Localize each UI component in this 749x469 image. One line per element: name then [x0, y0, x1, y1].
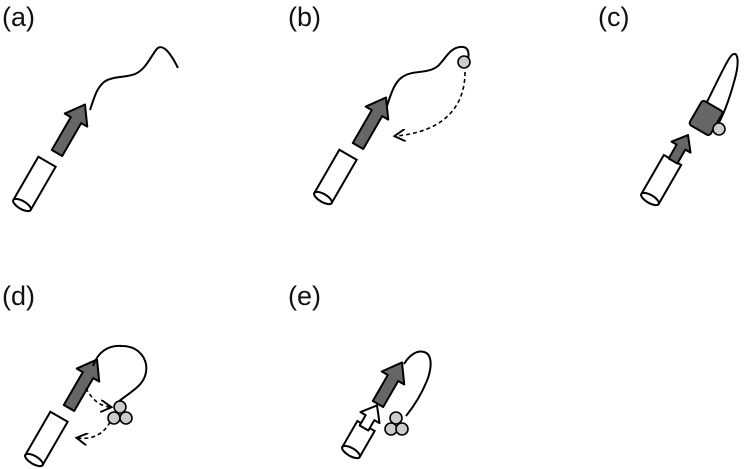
- filament-loop: [403, 350, 432, 417]
- filament-loop: [701, 52, 739, 129]
- grey-arrow: [667, 134, 692, 165]
- bead: [457, 55, 471, 69]
- tube: [23, 410, 70, 468]
- grey-arrow: [62, 358, 101, 412]
- tube: [312, 148, 359, 206]
- dashed-arrow-lower: [78, 421, 111, 438]
- grey-arrow: [50, 103, 89, 157]
- bead-cluster: [384, 411, 409, 436]
- bead: [712, 122, 726, 136]
- panel-label-e: (e): [288, 281, 321, 311]
- white-arrow: [358, 404, 381, 432]
- tube: [11, 155, 58, 213]
- panel-d: (d): [2, 281, 148, 468]
- filament-strand: [386, 45, 470, 107]
- filament-strand: [89, 46, 179, 111]
- panel-label-d: (d): [2, 281, 35, 311]
- panel-b: (b): [288, 2, 471, 206]
- grey-arrow: [351, 96, 390, 150]
- panel-a: (a): [2, 2, 179, 213]
- filament-loop: [92, 344, 148, 403]
- panel-label-a: (a): [2, 2, 35, 32]
- panel-c: (c): [598, 2, 739, 207]
- panel-e: (e): [288, 281, 432, 460]
- dashed-return-arrow: [396, 71, 466, 136]
- grey-arrow: [371, 361, 406, 408]
- panel-label-c: (c): [598, 2, 629, 32]
- panel-label-b: (b): [288, 2, 321, 32]
- bead-cluster: [107, 400, 133, 425]
- dashed-arrow-upper: [85, 387, 110, 407]
